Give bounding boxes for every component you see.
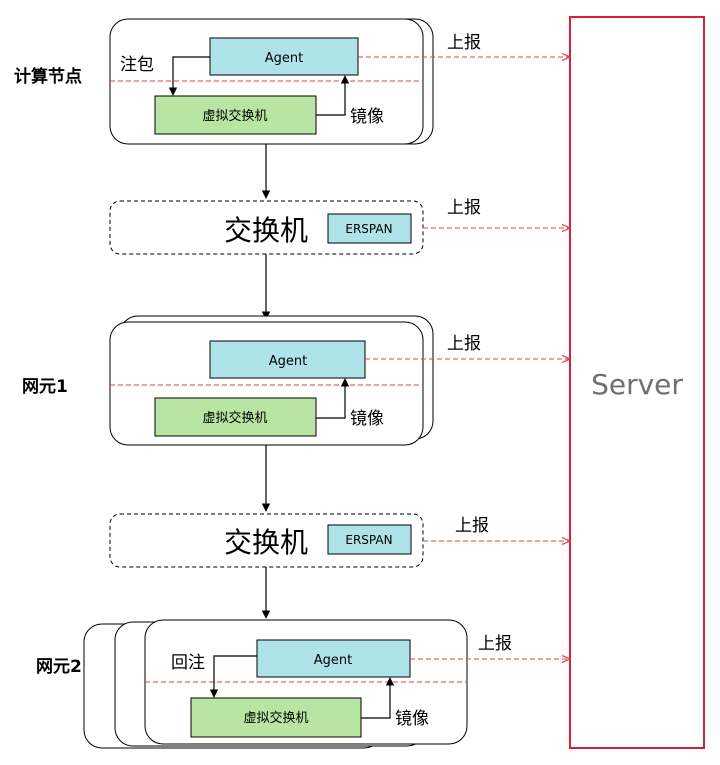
ne2-agent-label: Agent — [314, 653, 352, 668]
switch-2-erspan-label: ERSPAN — [345, 533, 392, 547]
ne1-vswitch-label: 虚拟交换机 — [202, 410, 267, 426]
compute-node-report-label: 上报 — [447, 33, 481, 53]
switch-2-erspan-box — [327, 524, 412, 555]
ne2-agent-box — [256, 639, 411, 678]
switch-2: 交换机 ERSPAN 上报 — [109, 513, 570, 568]
switch-2-label: 交换机 — [224, 526, 308, 559]
switch-1-erspan-label: ERSPAN — [345, 222, 392, 236]
ne2-return-inject-arrow — [209, 655, 257, 698]
compute-node-mirror-label: 镜像 — [350, 107, 384, 127]
compute-node-inject-arrow — [168, 56, 210, 96]
ne2-label: 网元2 — [36, 657, 82, 677]
compute-node-mirror-arrow — [316, 75, 350, 116]
network-element-2: Agent 虚拟交换机 回注 镜像 上报 网元2 — [36, 619, 570, 749]
ne2-vswitch-label: 虚拟交换机 — [243, 710, 308, 726]
ne1-agent-label: Agent — [269, 354, 307, 369]
compute-node-vswitch-label: 虚拟交换机 — [202, 108, 267, 124]
compute-node: Agent 虚拟交换机 注包 镜像 上报 计算节点 — [14, 18, 570, 145]
compute-node-agent-box — [209, 37, 359, 76]
ne2-return-inject-label: 回注 — [171, 653, 205, 673]
switch-1-label: 交换机 — [224, 214, 308, 247]
switch-1-report-label: 上报 — [447, 198, 481, 218]
ne1-vswitch-box — [154, 397, 317, 437]
switch-1: 交换机 ERSPAN 上报 — [109, 198, 570, 255]
compute-node-agent-label: Agent — [265, 51, 303, 66]
ne1-label: 网元1 — [22, 377, 68, 397]
ne1-agent-box — [209, 340, 366, 379]
network-element-1: Agent 虚拟交换机 镜像 上报 网元1 — [22, 315, 570, 446]
ne1-mirror-label: 镜像 — [350, 409, 384, 429]
server-box: Server — [569, 16, 705, 749]
compute-node-inject-label: 注包 — [120, 55, 154, 75]
ne2-vswitch-box — [190, 697, 362, 738]
ne2-mirror-label: 镜像 — [395, 709, 429, 729]
ne1-mirror-arrow — [316, 378, 350, 419]
compute-node-label: 计算节点 — [14, 66, 82, 87]
compute-node-vswitch-box — [154, 95, 317, 135]
ne2-mirror-arrow — [361, 677, 395, 719]
server-label: Server — [591, 368, 683, 401]
ne1-report-label: 上报 — [447, 334, 481, 354]
switch-1-erspan-box — [327, 213, 412, 244]
ne2-report-label: 上报 — [478, 634, 512, 654]
switch-2-report-label: 上报 — [455, 516, 489, 536]
